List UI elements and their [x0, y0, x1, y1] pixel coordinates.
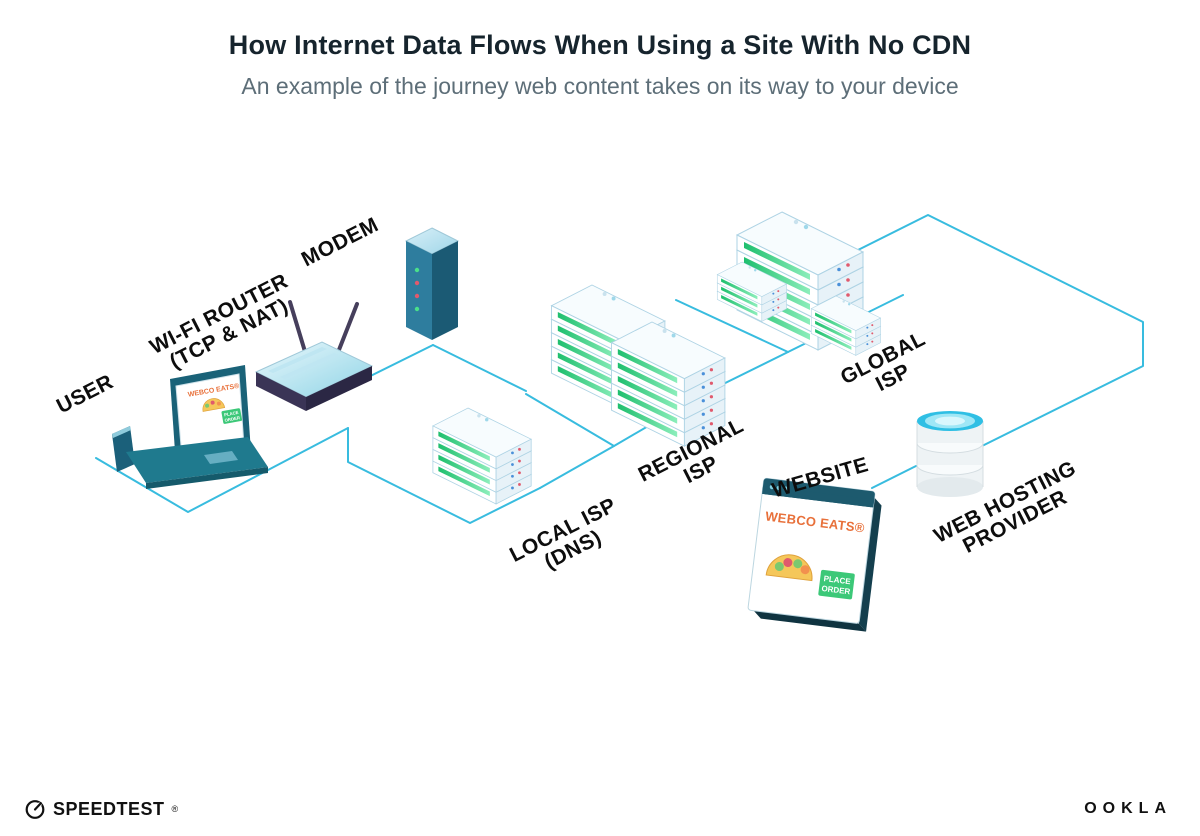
speedtest-logo: SPEEDTEST ® [24, 798, 178, 820]
regional-isp-servers [552, 285, 725, 446]
backbone-loop-line [857, 214, 1144, 450]
modem-illustration [404, 227, 460, 340]
wifi-router-illustration [254, 300, 374, 411]
svg-text:ORDER: ORDER [224, 415, 241, 423]
local-isp-servers [433, 408, 531, 504]
website-window: WEBCO EATS® PLACE ORDER [747, 477, 882, 632]
modem-led-lights [414, 267, 420, 312]
header: How Internet Data Flows When Using a Sit… [0, 30, 1200, 100]
ookla-logo: OOKLA [1084, 800, 1172, 817]
user-loop-line [95, 427, 349, 513]
page-title: How Internet Data Flows When Using a Sit… [228, 30, 972, 60]
svg-text:PLACE: PLACE [823, 574, 852, 586]
user-label: USER [53, 370, 117, 418]
local-isp-base-line [399, 487, 541, 524]
speedtest-gauge-icon [25, 800, 45, 819]
place-order-button: PLACE ORDER [818, 569, 855, 600]
web-hosting-database [916, 411, 984, 497]
local-regional-line [539, 445, 615, 489]
taco-icon [202, 398, 226, 412]
place-order-button: PLACE ORDER [221, 408, 243, 424]
speedtest-wordmark: SPEEDTEST [53, 798, 165, 819]
modem-regional-line [432, 344, 527, 392]
hosting-website-line [871, 465, 917, 489]
svg-text:USER: USER [53, 370, 117, 418]
browser-window-dots [769, 484, 789, 491]
svg-text:PLACE: PLACE [224, 410, 239, 417]
laptop-illustration: WEBCO EATS® PLACE ORDER [112, 365, 268, 489]
modem-label: MODEM [298, 213, 382, 271]
speedtest-trademark: ® [171, 804, 179, 814]
local-isp-label: LOCAL ISP (DNS) [506, 494, 620, 574]
footer: SPEEDTEST ® OOKLA [24, 798, 1172, 820]
phone-illustration [112, 426, 135, 472]
taco-icon [765, 554, 813, 582]
global-isp-servers [717, 212, 880, 355]
svg-text:MODEM: MODEM [298, 213, 382, 271]
local-branch-line [347, 427, 401, 489]
page-subtitle: An example of the journey web content ta… [241, 73, 959, 99]
svg-text:ORDER: ORDER [821, 584, 851, 596]
